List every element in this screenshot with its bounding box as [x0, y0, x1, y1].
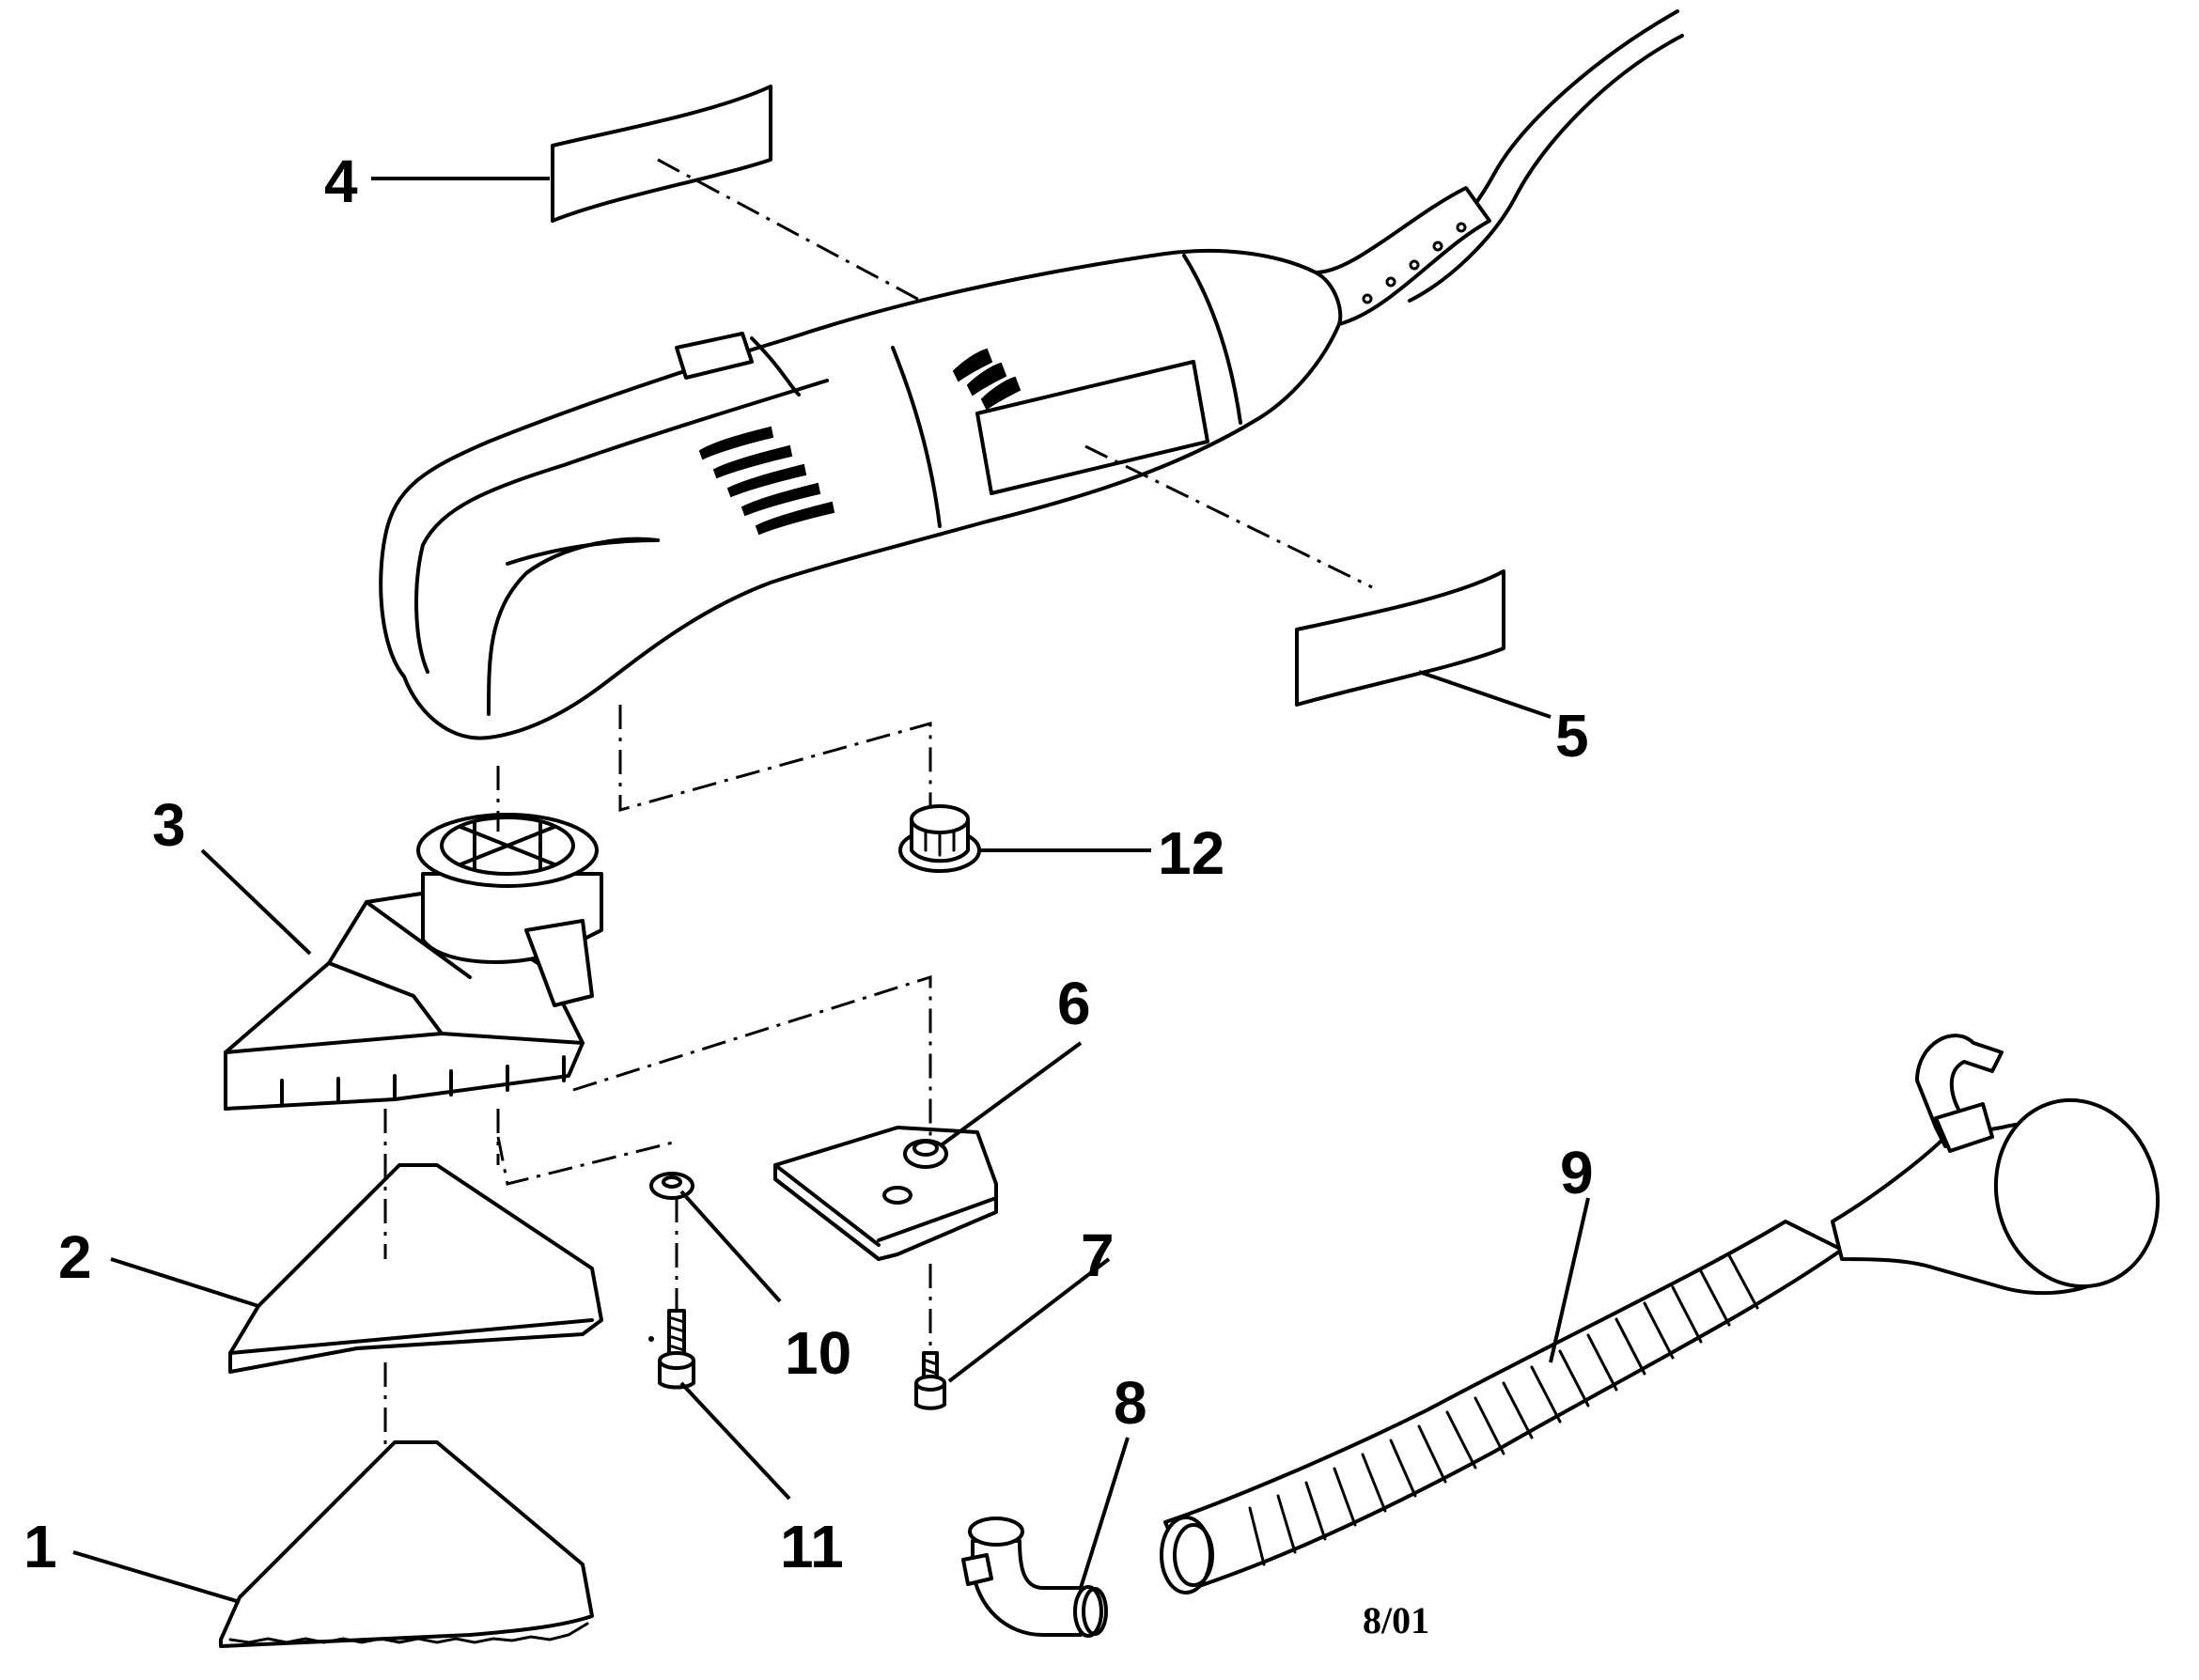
callout-8: 8: [1114, 1369, 1147, 1437]
vent-slots-front: [698, 426, 835, 536]
callout-5: 5: [1555, 702, 1589, 770]
callout-labels: 4 5 12 3 6 2 9 7 10 8 1 11: [23, 148, 1594, 1580]
callout-10: 10: [785, 1319, 851, 1387]
label-top-part: [551, 85, 772, 223]
callout-4: 4: [324, 148, 358, 215]
assembly-lines: [383, 158, 1373, 1447]
clamp-nut-part: [898, 804, 981, 873]
callout-11: 11: [780, 1513, 844, 1580]
vacuum-hose-part: [1160, 1034, 2160, 1594]
callout-7: 7: [1081, 1221, 1115, 1289]
backing-pad-part: [228, 1163, 603, 1374]
callout-6: 6: [1057, 970, 1091, 1037]
vent-slots-side: [952, 348, 1022, 411]
label-side-part: [1295, 569, 1505, 707]
pad-screw-part: [648, 1309, 695, 1390]
tool-housing: [379, 248, 1343, 740]
blade-screw-part: [914, 1351, 946, 1410]
callout-2: 2: [58, 1223, 92, 1291]
dust-port-elbow-part: [961, 1517, 1108, 1638]
sanding-pad-assembly-part: [224, 813, 603, 1111]
callout-3: 3: [152, 791, 186, 859]
scraper-blade-part: [773, 1126, 998, 1261]
callout-12: 12: [1158, 819, 1224, 887]
leader-lines: [72, 177, 1590, 1604]
date-code: 8/01: [1363, 1599, 1429, 1641]
power-cord: [1314, 9, 1684, 326]
triangular-sanding-sheet-part: [219, 1440, 594, 1648]
callout-1: 1: [23, 1513, 57, 1580]
callout-9: 9: [1560, 1139, 1594, 1206]
